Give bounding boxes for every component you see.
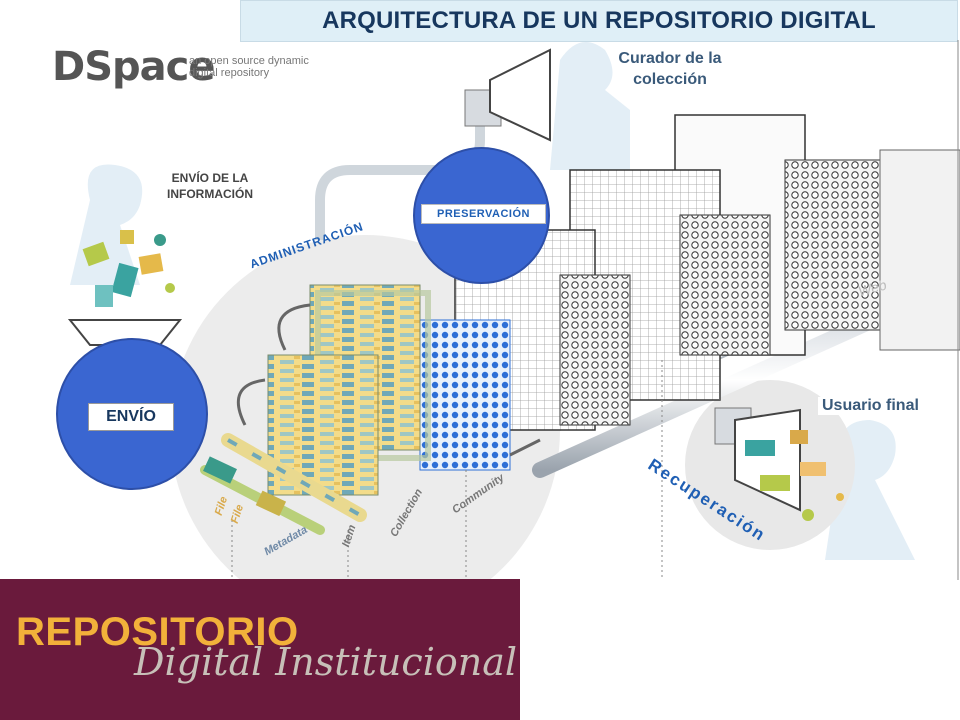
user-monitor [714,407,844,521]
dspace-logo: DSpace [52,44,215,90]
architecture-illustration [67,40,960,600]
dspace-tagline: an open source dynamic digital repositor… [189,55,309,79]
repository-logo-panel [0,579,520,720]
file-tubes [200,433,367,535]
server-racks [454,114,960,431]
logo-subtitle: Digital Institucional [134,640,518,684]
end-user-label: Usuario final [818,397,923,415]
curator-label: Curador de la colección [618,50,722,88]
preservation-label: PRESERVACIÓN [421,204,546,224]
curator-monitor [464,48,551,142]
curator-silhouette [550,42,630,170]
community-block [419,319,511,471]
page-title: ARQUITECTURA DE UN REPOSITORIO DIGITAL [322,7,876,34]
title-bar: ARQUITECTURA DE UN REPOSITORIO DIGITAL [240,0,958,42]
submission-info-label: ENVÍO DE LA INFORMACIÓN [167,171,253,201]
submission-label: ENVÍO [88,403,174,431]
logo-title: REPOSITORIO [16,610,299,654]
